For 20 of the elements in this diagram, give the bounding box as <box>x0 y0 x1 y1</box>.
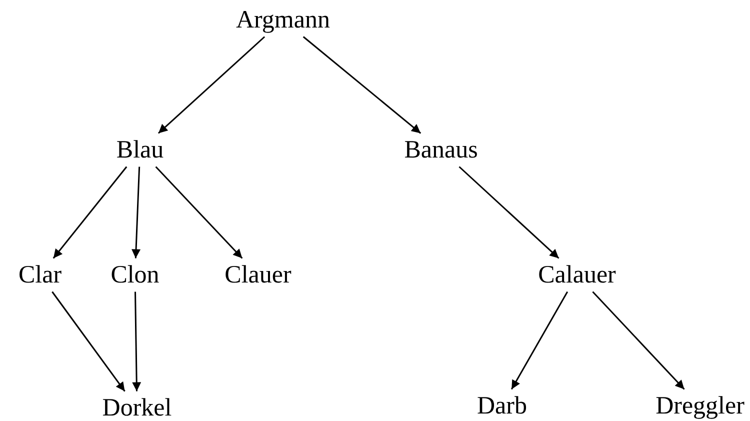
node-label: Dorkel <box>98 391 176 421</box>
arrow <box>510 291 568 390</box>
node-label: Argmann <box>232 3 334 37</box>
node-label: Calauer <box>534 258 620 292</box>
arrow <box>132 166 141 258</box>
arrow <box>132 292 142 392</box>
node-label: Darb <box>473 389 531 421</box>
arrow <box>155 166 243 259</box>
node-label: Clauer <box>220 258 296 292</box>
arrow <box>52 291 126 392</box>
arrow <box>52 166 128 259</box>
node-label: Clar <box>14 258 66 292</box>
node-label: Banaus <box>400 133 482 167</box>
arrow <box>592 291 685 390</box>
node-label: Clon <box>106 258 164 292</box>
arrow <box>458 166 560 259</box>
node-label: Dreggler <box>652 389 748 421</box>
arrow <box>302 36 422 134</box>
node-label: Blau <box>112 133 168 167</box>
arrow <box>158 36 266 134</box>
